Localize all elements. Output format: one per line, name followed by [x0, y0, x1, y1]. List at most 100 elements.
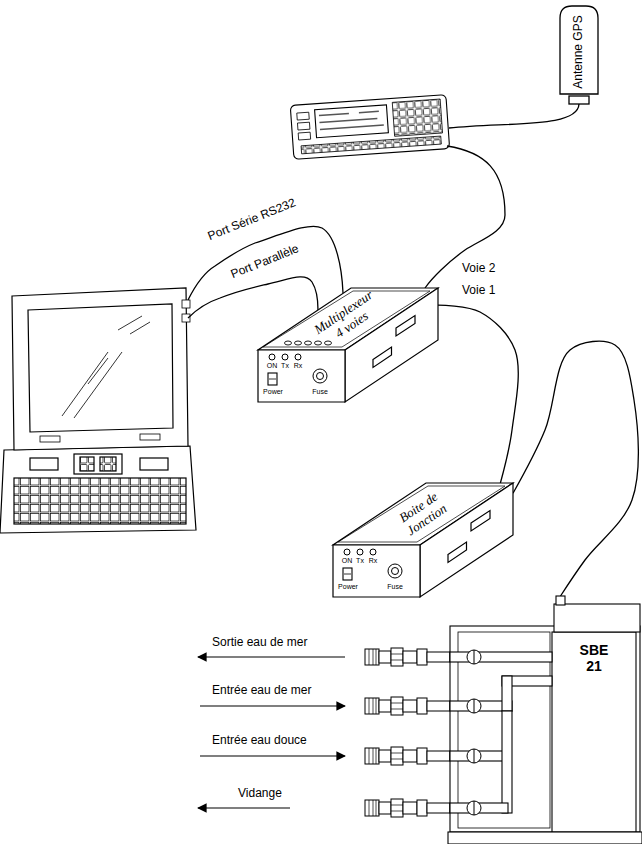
laptop-drawing — [40, 436, 60, 442]
cables — [188, 277, 318, 318]
gps-receiver — [298, 132, 310, 140]
cables — [425, 146, 505, 288]
pipe-fittings — [365, 648, 450, 666]
switch-label: Power — [263, 388, 283, 396]
power-switch — [344, 574, 351, 575]
led-label: Tx — [281, 362, 289, 370]
cable — [438, 305, 518, 483]
valve-handle — [474, 801, 475, 815]
sbe21-housing: SBE 21 — [448, 596, 642, 844]
flow-label: Vidange — [238, 787, 282, 801]
flow-arrows — [198, 657, 345, 808]
flow-label: Entrée eau de mer — [212, 684, 311, 698]
pipe — [502, 676, 512, 711]
laptop-drawing — [140, 458, 168, 470]
power-switch — [343, 568, 352, 580]
junction-box: Boite de JonctionONTxRxPowerFuse — [333, 483, 513, 597]
laptop-drawing — [88, 358, 108, 384]
gps-receiver — [359, 111, 379, 112]
laptop-drawing — [0, 446, 196, 533]
sbe21-housing-outline — [448, 596, 642, 844]
valve-handle — [474, 650, 475, 664]
pipe-fittings — [365, 799, 450, 817]
valve — [467, 650, 481, 664]
laptop-drawing — [140, 434, 160, 440]
led-label: Tx — [356, 557, 364, 565]
flow-arrows — [200, 705, 345, 706]
housing-frame — [450, 626, 640, 832]
pipe — [502, 711, 512, 813]
flow-arrows — [198, 807, 290, 808]
gps-antenna: Antenne GPS — [558, 4, 600, 96]
pipe — [450, 652, 552, 662]
valve — [467, 749, 481, 763]
valve — [467, 699, 481, 713]
laptop-drawing — [28, 304, 173, 432]
laptop-drawing — [182, 300, 190, 308]
socket — [448, 542, 467, 562]
gps-receiver — [315, 105, 389, 138]
cables — [449, 104, 579, 128]
led-label: Rx — [369, 557, 378, 565]
cables — [569, 96, 589, 104]
laptop-drawing — [14, 478, 186, 524]
cables — [188, 96, 589, 318]
laptop-drawing — [100, 457, 116, 471]
gps-receiver — [320, 125, 384, 129]
laptop-drawing — [118, 316, 142, 330]
sensor-column — [552, 632, 636, 832]
led — [344, 549, 350, 555]
valve-handle — [474, 699, 475, 713]
pipe-fittings — [365, 697, 450, 715]
indicator — [315, 341, 322, 345]
laptop-drawing — [62, 352, 108, 416]
led-label: ON — [342, 557, 353, 565]
socket — [373, 347, 392, 367]
laptop-drawing — [130, 322, 150, 334]
socket — [396, 316, 415, 337]
laptop-drawing — [80, 457, 94, 471]
flow-label: Entrée eau douce — [212, 734, 307, 748]
flow-arrows — [200, 755, 345, 756]
fuse-label: Fuse — [312, 388, 328, 396]
port-label: Port Parallèle — [229, 242, 301, 282]
indicator — [295, 341, 302, 345]
laptop-drawing — [74, 454, 122, 474]
fuse-holder — [388, 564, 402, 578]
fuse-holder — [317, 373, 324, 380]
fuse-label: Fuse — [387, 583, 403, 591]
box-front — [333, 545, 420, 597]
connector-plate — [554, 604, 640, 632]
laptop-drawing — [12, 288, 188, 450]
gps-receiver — [301, 136, 441, 154]
laptop-drawing — [0, 288, 196, 533]
multiplexer-box: Multiplexeur 4 voiesONTxRxPowerFuse — [258, 288, 438, 402]
connector-plug — [556, 596, 565, 605]
led-label: Rx — [294, 362, 303, 370]
led — [370, 549, 376, 555]
switch-label: Power — [338, 583, 358, 591]
power-switch — [268, 373, 277, 385]
gps-receiver — [290, 95, 449, 160]
pipe-fittings — [365, 747, 450, 765]
power-switch — [269, 379, 276, 380]
pipe-fittings — [365, 648, 450, 817]
gps-receiver — [392, 99, 442, 136]
valve-handle — [474, 749, 475, 763]
indicator — [325, 341, 332, 345]
valve — [467, 801, 481, 815]
fuse-holder — [313, 369, 327, 383]
led-label: ON — [267, 362, 278, 370]
cable — [513, 341, 638, 596]
box-front — [258, 350, 345, 402]
socket — [471, 511, 490, 532]
flow-label: Sortie eau de mer — [212, 636, 307, 650]
fuse-holder — [392, 568, 399, 575]
antenna-outline — [560, 6, 598, 94]
port-label: Port Série RS232 — [206, 196, 298, 244]
gps-receiver — [319, 113, 349, 115]
base-plate — [448, 832, 642, 844]
flow-arrows — [198, 656, 345, 657]
gps-receiver — [319, 118, 377, 122]
